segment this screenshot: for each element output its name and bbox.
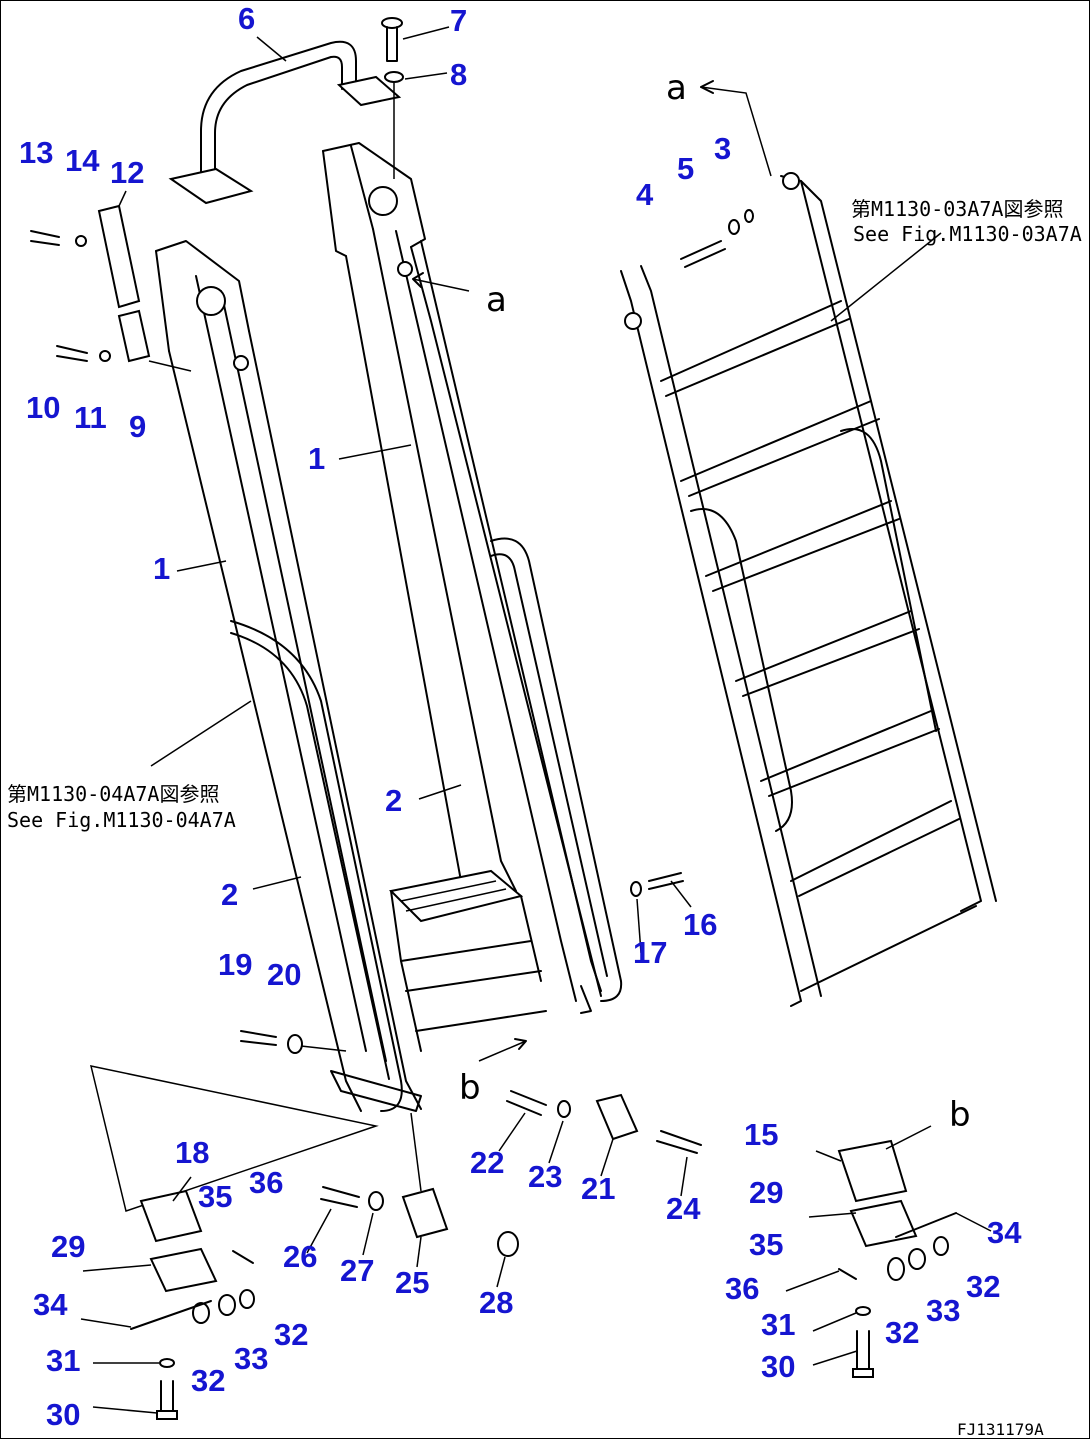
callout-32: 32 bbox=[966, 1269, 1000, 1304]
callout-4: 4 bbox=[636, 177, 654, 212]
callout-27: 27 bbox=[340, 1253, 374, 1288]
bolt-part-16 bbox=[648, 872, 684, 890]
callout-30: 30 bbox=[46, 1397, 80, 1432]
callout-35: 35 bbox=[198, 1179, 232, 1214]
callout-20: 20 bbox=[267, 957, 301, 992]
ref-note-right-en: See Fig.M1130-03A7A bbox=[853, 222, 1082, 246]
callout-26: 26 bbox=[283, 1239, 317, 1274]
callout-12: 12 bbox=[110, 155, 144, 190]
callout-2: 2 bbox=[385, 783, 402, 818]
ladder-assembly-right bbox=[620, 172, 997, 1007]
callout-32: 32 bbox=[191, 1363, 225, 1398]
callout-labels: 1 1 2 2 3 4 5 6 7 8 9 10 11 12 13 14 15 … bbox=[19, 1, 1022, 1432]
callout-34: 34 bbox=[987, 1215, 1022, 1250]
callout-25: 25 bbox=[395, 1265, 429, 1300]
callout-33: 33 bbox=[926, 1293, 960, 1328]
callout-6: 6 bbox=[238, 1, 255, 36]
ladder-frame-middle bbox=[322, 142, 623, 1014]
washer-part-17 bbox=[630, 881, 642, 897]
callout-3: 3 bbox=[714, 131, 731, 166]
callout-19: 19 bbox=[218, 947, 252, 982]
bolt-part-19 bbox=[240, 1030, 277, 1046]
callout-23: 23 bbox=[528, 1159, 562, 1194]
view-marker-b-right: b bbox=[949, 1095, 971, 1135]
washer-part-20 bbox=[287, 1034, 303, 1054]
callout-30: 30 bbox=[761, 1349, 795, 1384]
hinge-assembly-left bbox=[130, 1189, 255, 1420]
callout-36: 36 bbox=[249, 1165, 283, 1200]
callout-11: 11 bbox=[74, 400, 107, 435]
view-marker-a-middle: a bbox=[486, 280, 507, 320]
callout-13: 13 bbox=[19, 135, 53, 170]
handrail-part-6 bbox=[168, 40, 402, 205]
callout-1: 1 bbox=[153, 551, 170, 586]
callout-15: 15 bbox=[744, 1117, 778, 1152]
callout-29: 29 bbox=[51, 1229, 85, 1264]
bracket-parts-9-14 bbox=[30, 204, 192, 372]
ref-note-left-jp: 第M1130-04A7A図参照 bbox=[7, 782, 219, 806]
callout-29: 29 bbox=[749, 1175, 783, 1210]
callout-5: 5 bbox=[677, 151, 694, 186]
callout-10: 10 bbox=[26, 390, 60, 425]
fittings-parts-21-28 bbox=[89, 1065, 702, 1257]
callout-34: 34 bbox=[33, 1287, 68, 1322]
view-marker-a-top: a bbox=[666, 68, 687, 108]
callout-17: 17 bbox=[633, 935, 667, 970]
callout-22: 22 bbox=[470, 1145, 504, 1180]
ladder-frame-left bbox=[155, 240, 547, 1112]
drawing-code: FJ131179A bbox=[957, 1420, 1044, 1439]
bolt-parts-3-5 bbox=[680, 209, 754, 268]
bolt-part-7 bbox=[381, 17, 403, 62]
callout-7: 7 bbox=[450, 3, 467, 38]
callout-9: 9 bbox=[129, 409, 146, 444]
callout-32: 32 bbox=[885, 1315, 919, 1350]
callout-31: 31 bbox=[761, 1307, 795, 1342]
hinge-assembly-right bbox=[837, 1139, 957, 1378]
callout-28: 28 bbox=[479, 1285, 513, 1320]
callout-36: 36 bbox=[725, 1271, 759, 1306]
leader-lines bbox=[80, 26, 992, 1414]
callout-35: 35 bbox=[749, 1227, 783, 1262]
callout-32: 32 bbox=[274, 1317, 308, 1352]
callout-16: 16 bbox=[683, 907, 717, 942]
view-arrows bbox=[412, 80, 772, 1062]
callout-8: 8 bbox=[450, 57, 467, 92]
callout-21: 21 bbox=[581, 1171, 615, 1206]
ref-note-left-en: See Fig.M1130-04A7A bbox=[7, 808, 236, 832]
washer-part-8 bbox=[384, 71, 404, 83]
ref-note-right-jp: 第M1130-03A7A図参照 bbox=[851, 197, 1063, 221]
callout-2: 2 bbox=[221, 877, 238, 912]
callout-18: 18 bbox=[175, 1135, 209, 1170]
callout-31: 31 bbox=[46, 1343, 80, 1378]
view-marker-b-middle: b bbox=[459, 1068, 481, 1108]
callout-24: 24 bbox=[666, 1191, 701, 1226]
callout-33: 33 bbox=[234, 1341, 268, 1376]
callout-14: 14 bbox=[65, 143, 100, 178]
callout-1: 1 bbox=[308, 441, 325, 476]
